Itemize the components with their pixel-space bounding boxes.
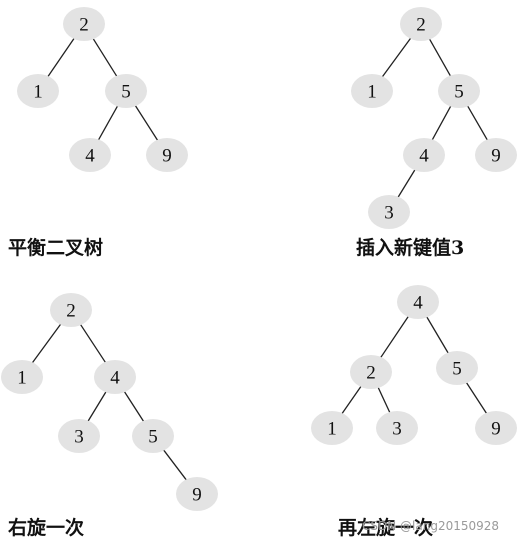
panel-1-node-5: 5: [105, 74, 147, 108]
panel-4-node-3: 3: [376, 411, 418, 445]
node-circle: [436, 351, 478, 385]
caption-balanced-tree: 平衡二叉树: [8, 236, 103, 259]
panel-2-node-4: 4: [403, 138, 445, 172]
panel-1-node-1: 1: [17, 74, 59, 108]
node-label: 1: [17, 368, 27, 389]
node-label: 9: [491, 146, 501, 167]
panel-4-edge-4-5: [425, 315, 450, 355]
node-label: 4: [110, 368, 120, 389]
node-label: 4: [413, 293, 423, 314]
node-label: 3: [74, 427, 84, 448]
node-circle: [368, 195, 410, 229]
node-circle: [69, 138, 111, 172]
node-circle: [438, 74, 480, 108]
panel-1-node-4: 4: [69, 138, 111, 172]
panel-3-edge-4-3: [87, 390, 107, 423]
panel-2-node-5: 5: [438, 74, 480, 108]
panel-4-node-9: 9: [475, 411, 517, 445]
panel-2-edge-5-9: [466, 104, 489, 142]
node-circle: [376, 411, 418, 445]
panel-4-node-2: 2: [350, 355, 392, 389]
panel-4-node-4: 4: [397, 285, 439, 319]
caption-right-rotate: 右旋一次: [7, 516, 84, 539]
node-label: 1: [327, 419, 337, 440]
node-circle: [403, 138, 445, 172]
panel-3-node-4: 4: [94, 360, 136, 394]
node-circle: [1, 360, 43, 394]
caption-insert-key: 插入新键值3: [356, 236, 464, 259]
panel-2-edge-4-3: [397, 168, 416, 199]
panel-2-node-9: 9: [475, 138, 517, 172]
node-label: 9: [491, 419, 501, 440]
panel-2-node-2: 2: [400, 7, 442, 41]
panel-1-node-9: 9: [146, 138, 188, 172]
node-circle: [50, 293, 92, 327]
node-circle: [58, 419, 100, 453]
panel-4-edge-2-1: [340, 385, 363, 415]
node-label: 4: [419, 146, 429, 167]
panel-4-node-1: 1: [311, 411, 353, 445]
node-circle: [400, 7, 442, 41]
node-circle: [63, 7, 105, 41]
panel-3-node-3: 3: [58, 419, 100, 453]
nodes-layer: 2 1 5 4 9 2 1 5 4 9 3 2 1 4 3 5 9 4 2 5 1 3 9: [1, 7, 517, 511]
node-label: 5: [454, 82, 464, 103]
panel-3-node-1: 1: [1, 360, 43, 394]
panel-1-edge-5-9: [134, 104, 159, 142]
node-label: 9: [192, 485, 202, 506]
node-circle: [397, 285, 439, 319]
node-circle: [17, 74, 59, 108]
panel-2-edge-5-4: [431, 104, 452, 142]
panel-4-edge-2-3: [377, 386, 391, 414]
panel-1-edge-2-5: [92, 37, 118, 78]
node-circle: [475, 138, 517, 172]
watermark: CSDN @lang20150928: [362, 519, 499, 533]
node-circle: [311, 411, 353, 445]
panel-1-edge-5-4: [97, 104, 119, 142]
panel-1-node-2: 2: [63, 7, 105, 41]
node-circle: [146, 138, 188, 172]
node-label: 2: [79, 15, 89, 36]
panel-1-edge-2-1: [46, 37, 76, 78]
panel-3-edge-5-9: [162, 448, 188, 482]
panel-3-node-5: 5: [132, 419, 174, 453]
node-label: 3: [392, 419, 402, 440]
node-circle: [176, 477, 218, 511]
panel-3-node-9: 9: [176, 477, 218, 511]
panel-3-edge-2-1: [31, 323, 62, 364]
node-circle: [105, 74, 147, 108]
node-label: 1: [367, 82, 377, 103]
edges-layer: [31, 37, 489, 482]
node-label: 1: [33, 82, 43, 103]
node-label: 2: [66, 301, 76, 322]
node-label: 2: [416, 15, 426, 36]
panel-4-edge-5-9: [465, 381, 488, 415]
panel-4-edge-4-2: [379, 315, 410, 359]
panel-2-edge-2-5: [428, 37, 452, 78]
node-label: 5: [121, 82, 131, 103]
panel-3-edge-4-5: [123, 390, 145, 423]
panel-3-edge-2-4: [79, 323, 107, 364]
caption-left-rotate: 再左旋一次: [338, 516, 433, 539]
node-circle: [350, 355, 392, 389]
panel-2-edge-2-1: [381, 37, 412, 78]
panel-2-node-1: 1: [351, 74, 393, 108]
node-circle: [132, 419, 174, 453]
node-label: 3: [384, 203, 394, 224]
node-circle: [94, 360, 136, 394]
node-label: 9: [162, 146, 172, 167]
node-label: 5: [148, 427, 158, 448]
node-label: 2: [366, 363, 376, 384]
node-circle: [351, 74, 393, 108]
panel-2-node-3: 3: [368, 195, 410, 229]
node-label: 4: [85, 146, 95, 167]
node-circle: [475, 411, 517, 445]
panel-3-node-2: 2: [50, 293, 92, 327]
node-label: 5: [452, 359, 462, 380]
panel-4-node-5: 5: [436, 351, 478, 385]
